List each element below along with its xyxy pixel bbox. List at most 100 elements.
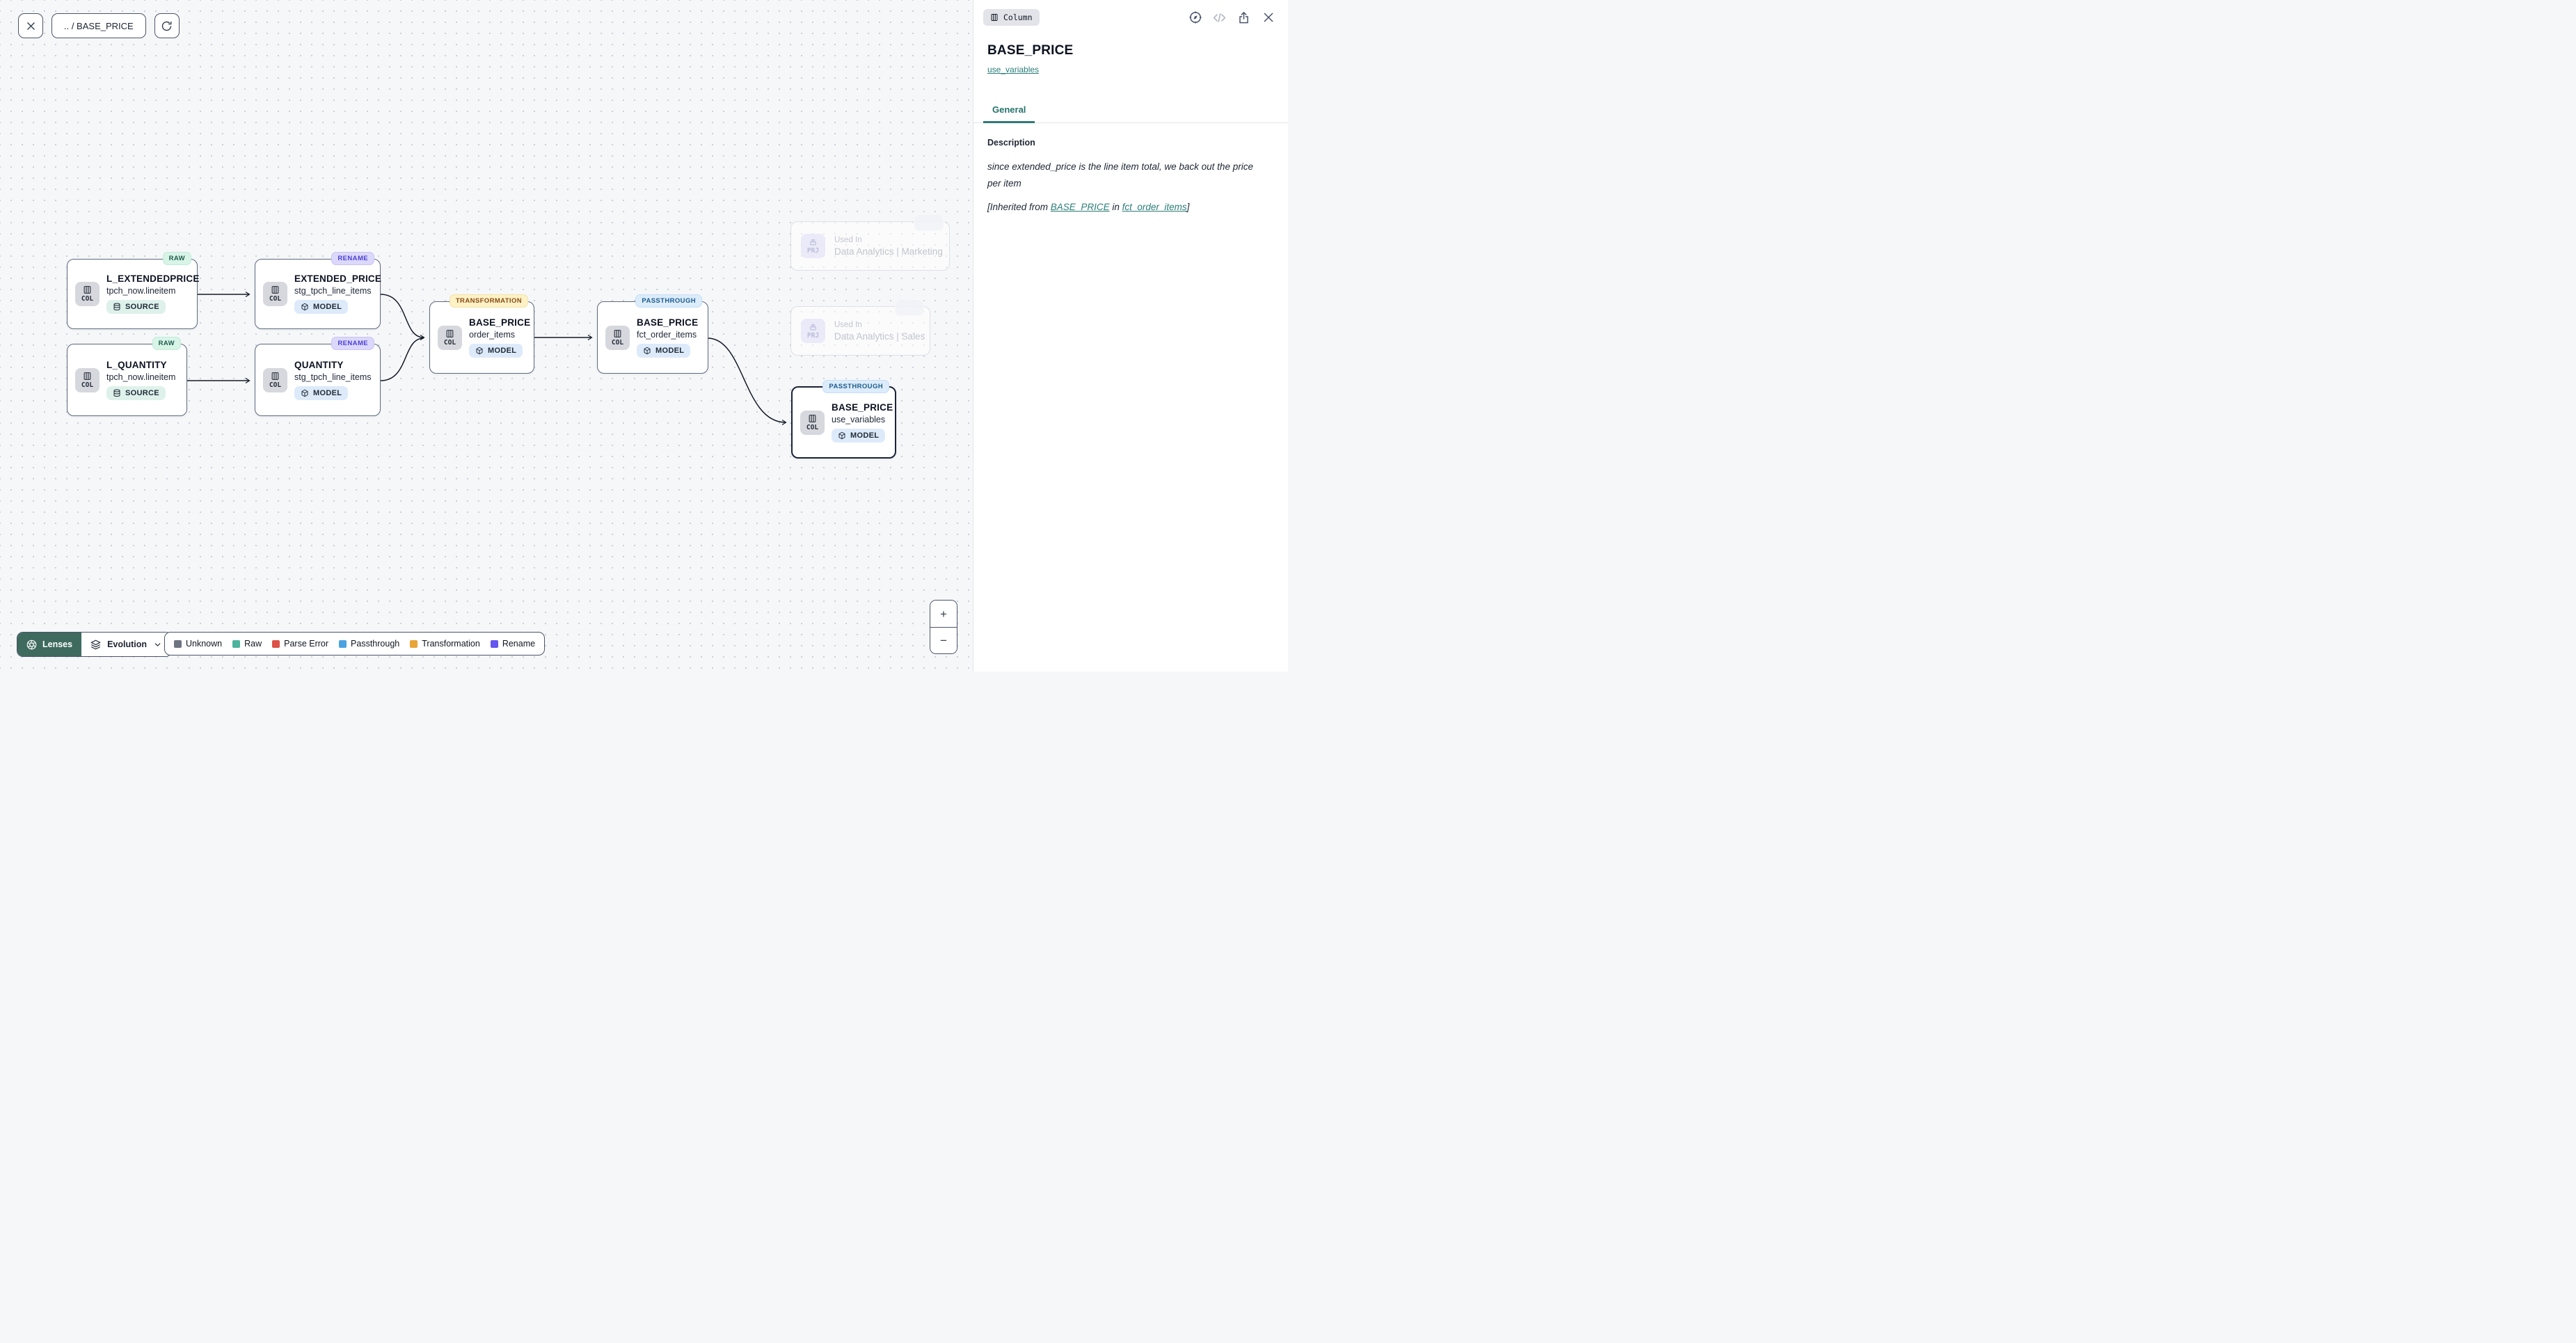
column-chip: COL — [263, 367, 287, 392]
breadcrumb[interactable]: .. / BASE_PRICE — [51, 13, 146, 38]
lineage-type-badge: RAW — [162, 252, 191, 265]
columns-icon — [271, 286, 279, 294]
description-text: since extended_price is the line item to… — [987, 161, 1253, 189]
zoom-out-button[interactable]: − — [930, 627, 957, 653]
node-subtitle: fct_order_items — [637, 329, 697, 340]
used-in-node-marketing[interactable]: PRJ Used In Data Analytics | Marketing — [790, 214, 950, 271]
column-chip: COL — [800, 410, 825, 435]
database-icon — [113, 303, 120, 311]
node-subtitle: use_variables — [832, 414, 886, 424]
inherited-note: [Inherited from BASE_PRICE in fct_order_… — [987, 201, 1190, 212]
zoom-controls: + − — [930, 600, 957, 654]
cube-icon — [301, 389, 308, 397]
columns-icon — [84, 372, 91, 380]
share-export-button[interactable] — [1237, 10, 1251, 25]
legend-swatch — [339, 639, 347, 648]
node-l-quantity[interactable]: RAW COL L_QUANTITY tpch_now.lineitem SOU… — [67, 337, 187, 416]
legend-item: Raw — [232, 639, 262, 649]
canvas-toolbar: .. / BASE_PRICE — [18, 13, 180, 38]
column-chip: COL — [75, 367, 100, 392]
lenses-control-group: Lenses Evolution — [17, 632, 173, 657]
faded-badge — [895, 299, 924, 316]
details-panel: Column BASE_PRICE use_variables General … — [973, 0, 1288, 672]
node-extended-price[interactable]: RENAME COL EXTENDED_PRICE stg_tpch_line_… — [255, 252, 382, 329]
legend-swatch — [410, 639, 418, 648]
node-subtitle: order_items — [469, 329, 515, 340]
lineage-type-badge: RAW — [152, 337, 181, 350]
legend-item: Parse Error — [272, 639, 328, 649]
zoom-in-button[interactable]: + — [930, 601, 957, 627]
node-kind-pill: MODEL — [832, 428, 886, 443]
panel-tabs: General — [973, 99, 1288, 123]
lineage-type-badge: RENAME — [331, 252, 374, 265]
node-subtitle: stg_tpch_line_items — [294, 372, 372, 382]
cube-icon — [476, 347, 483, 354]
node-quantity[interactable]: RENAME COL QUANTITY stg_tpch_line_items … — [255, 337, 381, 416]
column-chip: COL — [75, 282, 100, 306]
legend-item: Rename — [490, 639, 535, 649]
project-icon — [810, 239, 816, 246]
entity-type-badge: Column — [983, 9, 1040, 26]
node-title: L_QUANTITY — [106, 359, 167, 370]
node-kind-pill: MODEL — [294, 386, 349, 400]
lineage-type-badge: PASSTHROUGH — [635, 294, 702, 308]
node-title: QUANTITY — [294, 359, 344, 370]
used-in-label: Used In — [834, 320, 862, 329]
node-base-price-use-variables[interactable]: PASSTHROUGH COL BASE_PRICE use_variables… — [791, 380, 896, 459]
explore-lineage-button[interactable] — [1188, 10, 1202, 25]
columns-icon — [446, 329, 454, 337]
node-base-price-fct-order-items[interactable]: PASSTHROUGH COL BASE_PRICE fct_order_ite… — [597, 294, 708, 374]
panel-header: Column — [973, 0, 1288, 26]
lineage-legend: Unknown Raw Parse Error Passthrough Tran… — [164, 632, 546, 655]
close-lineage-button[interactable] — [18, 13, 43, 38]
lenses-button[interactable]: Lenses — [17, 633, 82, 656]
lens-dropdown[interactable]: Evolution — [81, 633, 172, 656]
columns-icon — [84, 286, 91, 294]
node-title: BASE_PRICE — [637, 317, 699, 328]
model-link[interactable]: use_variables — [987, 65, 1040, 74]
columns-icon — [271, 372, 279, 380]
inherited-model-link[interactable]: fct_order_items — [1122, 201, 1187, 212]
view-code-button — [1212, 10, 1227, 25]
columns-icon — [991, 14, 998, 21]
legend-item: Passthrough — [339, 639, 399, 649]
node-base-price-order-items[interactable]: TRANSFORMATION COL BASE_PRICE order_item… — [429, 294, 534, 374]
columns-icon — [614, 329, 621, 337]
node-title: EXTENDED_PRICE — [294, 273, 382, 284]
node-subtitle: stg_tpch_line_items — [294, 286, 372, 296]
column-chip: COL — [263, 282, 287, 306]
node-kind-pill: SOURCE — [106, 386, 166, 400]
lineage-type-badge: RENAME — [331, 337, 374, 350]
close-panel-button[interactable] — [1261, 10, 1275, 25]
close-icon — [1263, 13, 1273, 22]
node-title: L_EXTENDEDPRICE — [106, 273, 200, 284]
node-kind-pill: MODEL — [637, 343, 691, 358]
share-export-icon — [1239, 11, 1248, 23]
aperture-icon — [26, 639, 37, 649]
legend-item: Unknown — [174, 639, 222, 649]
used-in-name: Data Analytics | Marketing — [834, 246, 943, 257]
column-chip: COL — [438, 325, 462, 350]
inherited-column-link[interactable]: BASE_PRICE — [1050, 201, 1110, 212]
legend-swatch — [232, 639, 241, 648]
cube-icon — [838, 431, 845, 439]
breadcrumb-label: .. / BASE_PRICE — [64, 20, 134, 31]
cube-icon — [301, 303, 308, 311]
used-in-node-sales[interactable]: PRJ Used In Data Analytics | Sales — [790, 299, 930, 356]
legend-swatch — [174, 639, 182, 648]
description-label: Description — [987, 138, 1035, 148]
panel-title: BASE_PRICE — [987, 43, 1074, 58]
compass-icon — [1189, 11, 1201, 24]
node-title: BASE_PRICE — [832, 402, 893, 413]
column-chip: COL — [605, 325, 630, 350]
used-in-name: Data Analytics | Sales — [834, 331, 925, 342]
refresh-button[interactable] — [154, 13, 180, 38]
lineage-type-badge: TRANSFORMATION — [449, 294, 528, 308]
node-subtitle: tpch_now.lineitem — [106, 286, 176, 296]
project-chip: PRJ — [801, 234, 825, 258]
layers-icon — [90, 639, 101, 649]
tab-general[interactable]: General — [983, 99, 1035, 123]
node-subtitle: tpch_now.lineitem — [106, 372, 176, 382]
node-l-extendedprice[interactable]: RAW COL L_EXTENDEDPRICE tpch_now.lineite… — [67, 252, 200, 329]
legend-item: Transformation — [410, 639, 480, 649]
